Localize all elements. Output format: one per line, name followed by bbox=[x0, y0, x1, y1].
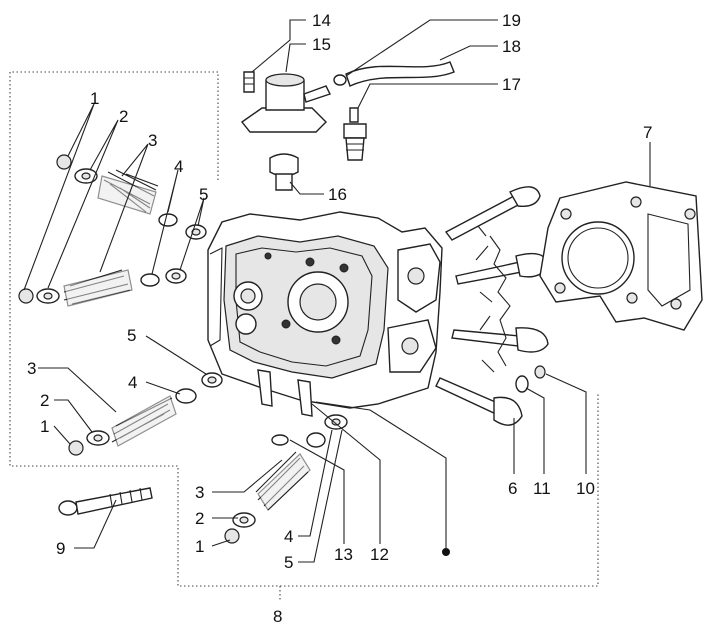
label-part-5-low: 5 bbox=[284, 553, 293, 572]
label-part-13: 13 bbox=[334, 545, 353, 564]
valve-set-upper-left bbox=[18, 154, 207, 307]
label-part-3-top: 3 bbox=[148, 131, 157, 150]
label-part-4-low: 4 bbox=[284, 527, 293, 546]
label-part-5-top: 5 bbox=[199, 185, 208, 204]
part-11-ring bbox=[515, 375, 529, 393]
part-10-ring bbox=[534, 365, 546, 379]
label-part-18: 18 bbox=[502, 37, 521, 56]
label-part-17: 17 bbox=[502, 75, 521, 94]
cylinder-head bbox=[207, 211, 443, 417]
valve-set-lower-centre bbox=[224, 414, 348, 544]
label-part-1-mid: 1 bbox=[40, 417, 49, 436]
label-part-1-top: 1 bbox=[90, 89, 99, 108]
label-part-11: 11 bbox=[533, 479, 551, 498]
label-part-8: 8 bbox=[273, 607, 282, 626]
marker-dot bbox=[442, 548, 450, 556]
bracket-left-group bbox=[9, 71, 599, 587]
valves-group bbox=[435, 186, 549, 426]
label-part-7: 7 bbox=[643, 123, 652, 142]
part-number-labels: 1 2 3 4 5 5 3 4 2 1 9 3 2 1 4 5 13 12 8 … bbox=[27, 11, 652, 626]
label-part-1-low: 1 bbox=[195, 537, 204, 556]
label-part-4-top: 4 bbox=[174, 157, 183, 176]
label-part-6: 6 bbox=[508, 479, 517, 498]
leader-lines bbox=[23, 19, 651, 563]
label-part-19: 19 bbox=[502, 11, 521, 30]
label-part-2-top: 2 bbox=[119, 107, 128, 126]
label-part-3-mid: 3 bbox=[27, 359, 36, 378]
label-part-9: 9 bbox=[56, 539, 65, 558]
label-part-12: 12 bbox=[370, 545, 389, 564]
label-part-2-mid: 2 bbox=[40, 391, 49, 410]
thermostat-housing-group bbox=[240, 61, 455, 191]
label-part-2-low: 2 bbox=[195, 509, 204, 528]
label-part-4-mid: 4 bbox=[128, 373, 137, 392]
label-part-14: 14 bbox=[312, 11, 331, 30]
label-part-5-mid: 5 bbox=[127, 326, 136, 345]
label-part-15: 15 bbox=[312, 35, 331, 54]
label-part-10: 10 bbox=[576, 479, 595, 498]
label-part-16: 16 bbox=[328, 185, 347, 204]
bolt-part-9 bbox=[58, 487, 153, 516]
label-part-3-low: 3 bbox=[195, 483, 204, 502]
valve-set-lower-left bbox=[68, 372, 223, 456]
head-gasket-part-7 bbox=[539, 181, 703, 331]
